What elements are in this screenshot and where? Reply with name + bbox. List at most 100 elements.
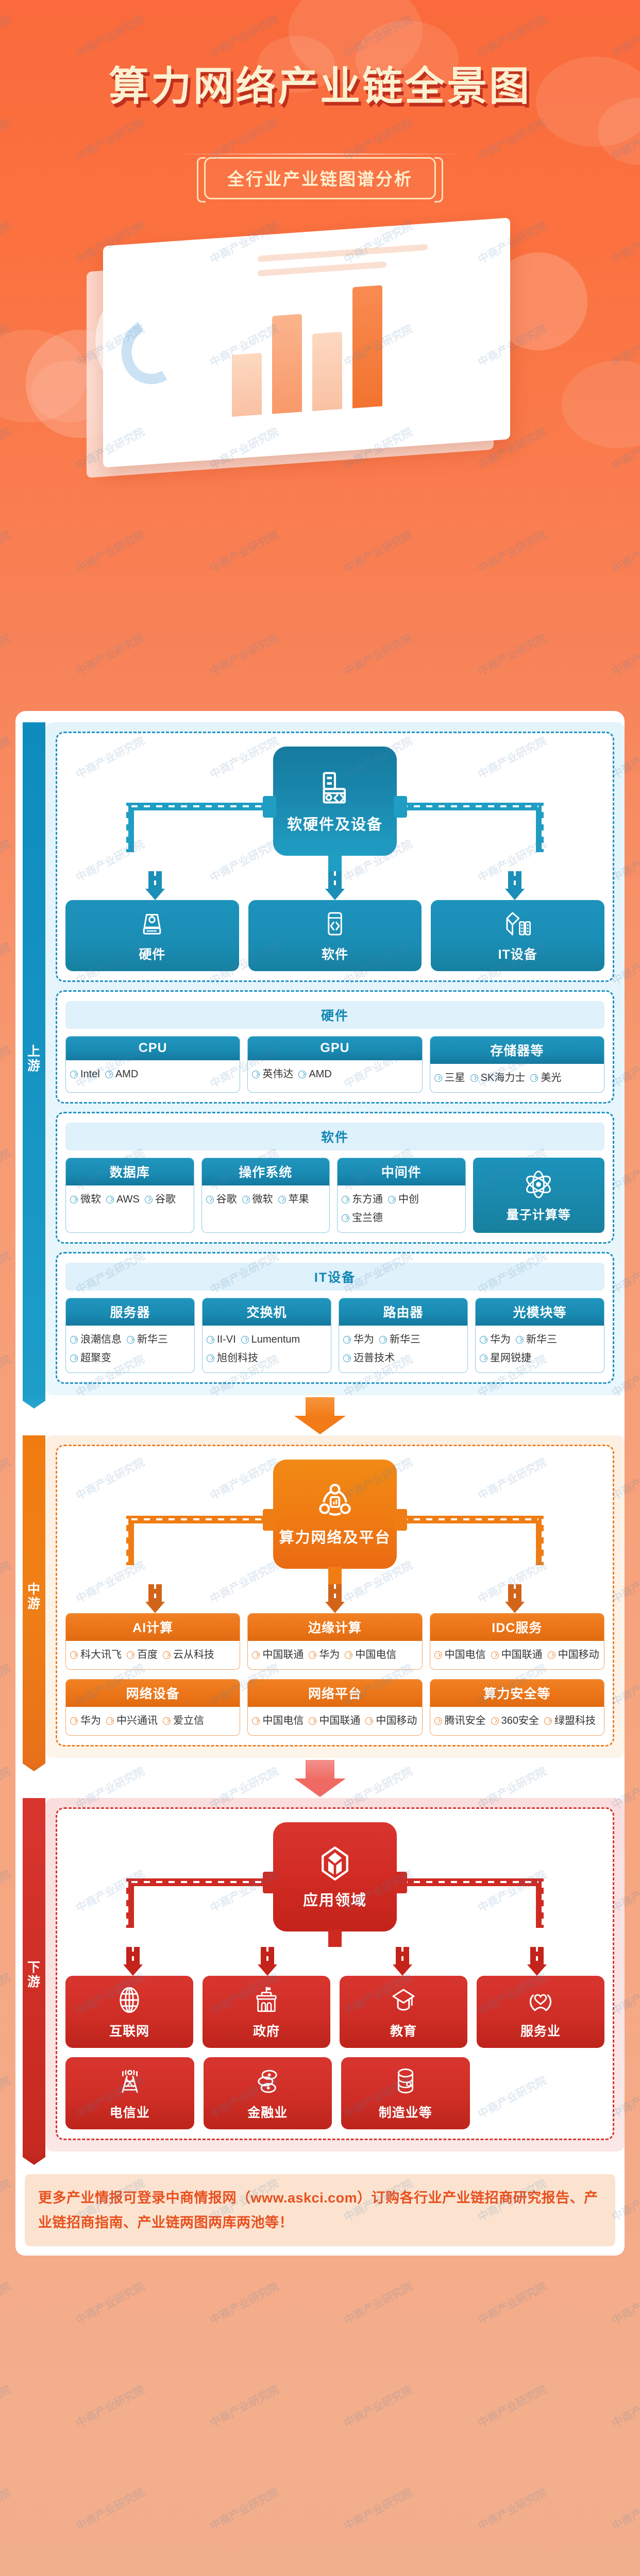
list-item: 谷歌	[144, 1191, 176, 1208]
detail-column: GPU 英伟达 AMD	[247, 1036, 423, 1093]
quantum-computing-label: 量子计算等	[506, 1208, 571, 1222]
detail-column: 边缘计算 中国联通 华为 中国电信	[247, 1613, 423, 1670]
detail-column: 存储器等 三星 SK海力士 美光	[429, 1036, 604, 1093]
watermark-text: 中商产业研究院	[208, 2383, 281, 2430]
hub-connector-right	[394, 1509, 407, 1531]
watermark-text: 中商产业研究院	[342, 2383, 415, 2430]
quantum-computing-tile[interactable]: 量子计算等	[473, 1158, 604, 1233]
downstream-app-finance[interactable]: 金融业	[203, 2057, 332, 2129]
column-header: AI计算	[66, 1614, 240, 1641]
column-header: 网络平台	[248, 1680, 422, 1707]
watermark-text: 中商产业研究院	[0, 1250, 13, 1296]
manufacturing-gear-icon	[397, 2068, 413, 2094]
hub-connector-bottom	[328, 854, 342, 871]
watermark-text: 中商产业研究院	[0, 1456, 13, 1502]
group-columns: CPU Intel AMD GPU 英伟达 AMD	[65, 1036, 604, 1093]
app-label: 教育	[390, 2024, 417, 2039]
it-equipment-icon	[506, 912, 531, 936]
upstream-category-hardware[interactable]: 硬件	[65, 900, 239, 971]
column-header: 服务器	[66, 1298, 194, 1326]
midstream-group: 算力网络及平台 AI计算 科大讯飞 百度 云从科技	[56, 1445, 614, 1747]
watermark-text: 中商产业研究院	[74, 2486, 147, 2533]
watermark-text: 中商产业研究院	[0, 1559, 13, 1605]
detail-column: AI计算 科大讯飞 百度 云从科技	[65, 1613, 241, 1670]
upstream-category-label: 软件	[322, 947, 349, 962]
application-cube-icon	[322, 1846, 348, 1881]
upstream-hub[interactable]: 软硬件及设备	[263, 747, 407, 871]
globe-icon	[120, 1987, 139, 2013]
app-label: 服务业	[520, 2024, 561, 2039]
column-body: 腾讯安全 360安全 绿盟科技	[430, 1707, 604, 1735]
graduation-cap-icon	[392, 1989, 415, 2011]
list-item: 中国电信	[434, 1647, 486, 1663]
list-item: 三星	[434, 1070, 465, 1086]
column-header: IDC服务	[430, 1614, 604, 1641]
column-body: 东方通 中创 宝兰德	[338, 1185, 465, 1232]
detail-column: 路由器 华为 新华三 迈普技术	[339, 1298, 468, 1373]
hub-connector-right	[394, 796, 407, 818]
watermark-text: 中商产业研究院	[0, 1662, 13, 1708]
watermark-text: 中商产业研究院	[610, 2280, 640, 2327]
watermark-text: 中商产业研究院	[208, 2280, 281, 2327]
upstream-stage-bar: 上游	[15, 722, 45, 1409]
downstream-app-manufacturing[interactable]: 制造业等	[341, 2057, 470, 2129]
downstream-cards-row2: 电信业 金融业	[65, 2057, 604, 2129]
column-body: 英伟达 AMD	[248, 1060, 422, 1092]
hero-banner	[0, 0, 640, 721]
midstream-hub-row: 算力网络及平台	[65, 1455, 604, 1584]
upstream-category-software[interactable]: 软件	[248, 900, 422, 971]
column-body: 科大讯飞 百度 云从科技	[66, 1641, 240, 1669]
upstream-group-it-equipment: IT设备 服务器 浪潮信息 新华三 超聚变 交换机 II-VI	[56, 1252, 614, 1384]
watermark-text: 中商产业研究院	[476, 2486, 549, 2533]
downstream-stage: 下游	[15, 1798, 625, 2165]
list-item: AMD	[105, 1066, 138, 1082]
downstream-connector-rail	[65, 1878, 604, 1928]
column-header: 算力安全等	[430, 1680, 604, 1707]
upstream-connector-rail	[65, 803, 604, 852]
downstream-hub[interactable]: 应用领域	[263, 1822, 407, 1947]
column-body: 中国电信 中国联通 中国移动	[248, 1707, 422, 1735]
column-body: Intel AMD	[66, 1060, 240, 1092]
column-header: 中间件	[338, 1158, 465, 1185]
downstream-app-internet[interactable]: 互联网	[65, 1976, 193, 2048]
downstream-group: 应用领域	[56, 1807, 614, 2140]
detail-column: 交换机 II-VI Lumentum 旭创科技	[202, 1298, 331, 1373]
list-item: II-VI	[207, 1331, 236, 1348]
midstream-to-downstream-arrow	[15, 1758, 625, 1798]
footer-inner: 更多产业情报可登录中商情报网（www.askci.com）订购各行业产业链招商研…	[25, 2174, 615, 2246]
downstream-cards-row1: 互联网 政府	[65, 1976, 604, 2048]
column-header: 操作系统	[201, 1158, 329, 1185]
list-item: 浪潮信息	[70, 1331, 122, 1348]
midstream-child-arrows	[65, 1584, 604, 1613]
column-header: 交换机	[203, 1298, 331, 1326]
downstream-app-services[interactable]: 服务业	[477, 1976, 604, 2048]
downstream-app-education[interactable]: 教育	[340, 1976, 467, 2048]
hub-connector-left	[263, 796, 276, 818]
detail-column: 操作系统 谷歌 微软 苹果	[201, 1158, 330, 1233]
column-body: 三星 SK海力士 美光	[430, 1064, 604, 1092]
upstream-hub-group: 软硬件及设备	[56, 732, 614, 982]
list-item: 星网锐捷	[480, 1350, 531, 1366]
list-item: 微软	[70, 1191, 101, 1208]
column-body: 微软 AWS 谷歌	[66, 1185, 194, 1232]
downstream-app-government[interactable]: 政府	[203, 1976, 330, 2048]
downstream-stage-bar: 下游	[15, 1798, 45, 2165]
upstream-category-it-equipment[interactable]: IT设备	[431, 900, 605, 971]
app-label: 制造业等	[378, 2106, 432, 2120]
midstream-hub-label: 算力网络及平台	[279, 1530, 391, 1546]
list-item: 科大讯飞	[70, 1647, 122, 1663]
downstream-app-telecom[interactable]: 电信业	[65, 2057, 194, 2129]
list-item: 百度	[127, 1647, 158, 1663]
column-body: 中国电信 中国联通 中国移动	[430, 1641, 604, 1669]
column-body: 浪潮信息 新华三 超聚变	[66, 1326, 194, 1372]
midstream-connector-rail	[65, 1516, 604, 1565]
government-building-icon	[256, 1987, 277, 2012]
midstream-hub[interactable]: 算力网络及平台	[263, 1460, 407, 1584]
footer-text: 更多产业情报可登录中商情报网（www.askci.com）订购各行业产业链招商研…	[38, 2190, 598, 2230]
column-body: II-VI Lumentum 旭创科技	[203, 1326, 331, 1372]
detail-column: 光模块等 华为 新华三 星网锐捷	[475, 1298, 604, 1373]
hardware-icon	[143, 914, 161, 935]
column-header: 边缘计算	[248, 1614, 422, 1641]
list-item: Lumentum	[241, 1331, 300, 1348]
watermark-text: 中商产业研究院	[0, 1765, 13, 1811]
